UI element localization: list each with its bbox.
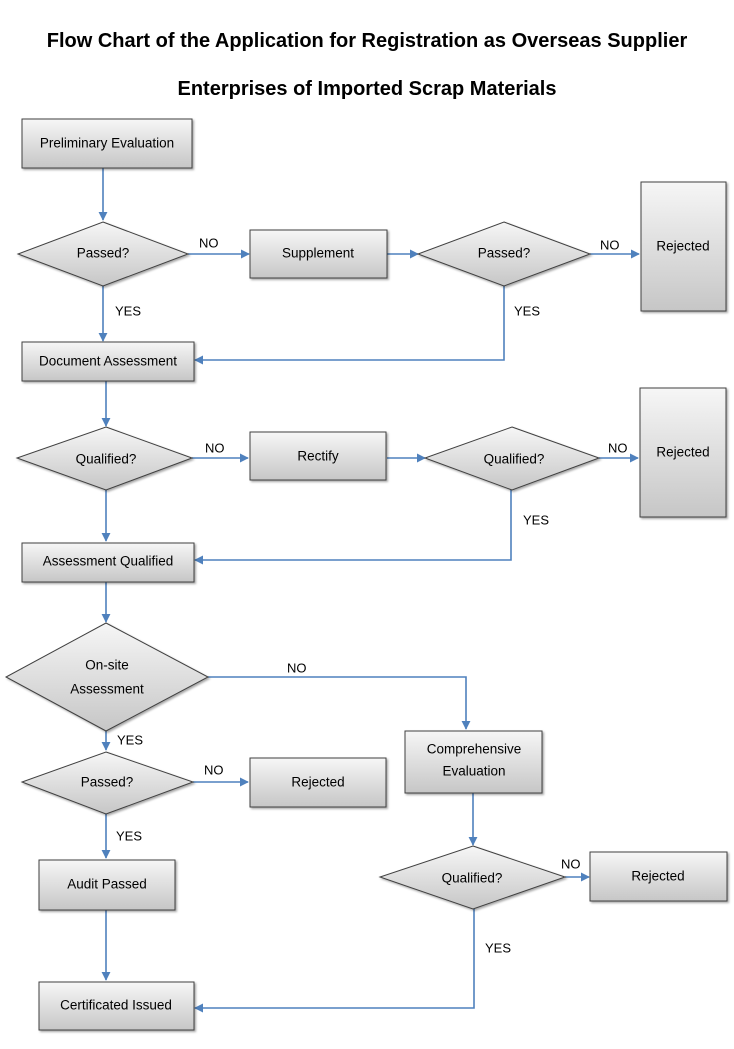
onsite-assessment-label-line2: Assessment bbox=[70, 682, 144, 697]
edge-label-passed2-no: NO bbox=[600, 237, 620, 252]
passed-decision-1 bbox=[16, 221, 190, 287]
certificated-issued-box bbox=[38, 981, 195, 1031]
qualified-decision-3 bbox=[378, 845, 567, 910]
passed-decision-3 bbox=[20, 751, 195, 815]
edge-label-passed2-yes: YES bbox=[514, 303, 540, 318]
comprehensive-evaluation-box bbox=[404, 730, 543, 794]
comprehensive-evaluation-label-line1: Comprehensive bbox=[427, 742, 522, 757]
comprehensive-evaluation-label-line2: Evaluation bbox=[442, 764, 505, 779]
document-assessment-box bbox=[21, 341, 195, 382]
edge-label-qualified3-yes: YES bbox=[485, 940, 511, 955]
edge-label-qualified2-yes: YES bbox=[523, 512, 549, 527]
edge-label-qualified2-no: NO bbox=[608, 440, 628, 455]
document-assessment-label: Document Assessment bbox=[39, 354, 177, 369]
supplement-box bbox=[249, 229, 388, 279]
assessment-qualified-label: Assessment Qualified bbox=[43, 554, 174, 569]
rejected-3-label: Rejected bbox=[291, 775, 344, 790]
rejected-1-label: Rejected bbox=[656, 239, 709, 254]
chart-title-line-2: Enterprises of Imported Scrap Materials bbox=[177, 78, 557, 100]
edge-label-qualified3-no: NO bbox=[561, 856, 581, 871]
onsite-assessment-label-line1: On-site bbox=[85, 658, 129, 673]
connectors bbox=[98, 168, 640, 1013]
arrow-qualified2-yes-to-assessment bbox=[194, 490, 512, 565]
qualified-2-label: Qualified? bbox=[484, 452, 545, 467]
audit-passed-label: Audit Passed bbox=[67, 877, 147, 892]
rectify-box bbox=[249, 431, 387, 481]
rejected-box-2 bbox=[639, 387, 727, 518]
passed-1-label: Passed? bbox=[77, 246, 130, 261]
certificated-issued-label: Certificated Issued bbox=[60, 998, 172, 1013]
preliminary-evaluation-box bbox=[21, 118, 193, 169]
rejected-2-label: Rejected bbox=[656, 445, 709, 460]
chart-title-line-1: Flow Chart of the Application for Regist… bbox=[46, 30, 688, 52]
onsite-assessment-decision bbox=[4, 622, 210, 732]
passed-3-label: Passed? bbox=[81, 775, 134, 790]
arrow-qualified3-yes-to-certificated bbox=[194, 909, 475, 1013]
qualified-1-label: Qualified? bbox=[76, 452, 137, 467]
passed-2-label: Passed? bbox=[478, 246, 531, 261]
arrow-passed2-yes-to-document bbox=[194, 286, 505, 365]
preliminary-evaluation-label: Preliminary Evaluation bbox=[40, 136, 174, 151]
rejected-box-1 bbox=[640, 181, 727, 312]
edge-label-passed3-yes: YES bbox=[116, 828, 142, 843]
arrow-onsite-no-to-comprehensive bbox=[208, 676, 471, 730]
rejected-box-4 bbox=[589, 851, 728, 902]
qualified-decision-2 bbox=[423, 426, 601, 491]
assessment-qualified-box bbox=[21, 542, 195, 583]
edge-label-qualified1-no: NO bbox=[205, 440, 225, 455]
supplement-label: Supplement bbox=[282, 246, 354, 261]
passed-decision-2 bbox=[416, 221, 592, 287]
edge-label-passed1-yes: YES bbox=[115, 303, 141, 318]
rectify-label: Rectify bbox=[297, 449, 339, 464]
rejected-box-3 bbox=[249, 757, 387, 808]
edge-label-onsite-no: NO bbox=[287, 660, 307, 675]
qualified-3-label: Qualified? bbox=[442, 871, 503, 886]
audit-passed-box bbox=[38, 859, 176, 911]
edge-label-onsite-yes: YES bbox=[117, 732, 143, 747]
edge-label-passed1-no: NO bbox=[199, 235, 219, 250]
edge-label-passed3-no: NO bbox=[204, 762, 224, 777]
qualified-decision-1 bbox=[15, 426, 194, 491]
rejected-4-label: Rejected bbox=[631, 869, 684, 884]
